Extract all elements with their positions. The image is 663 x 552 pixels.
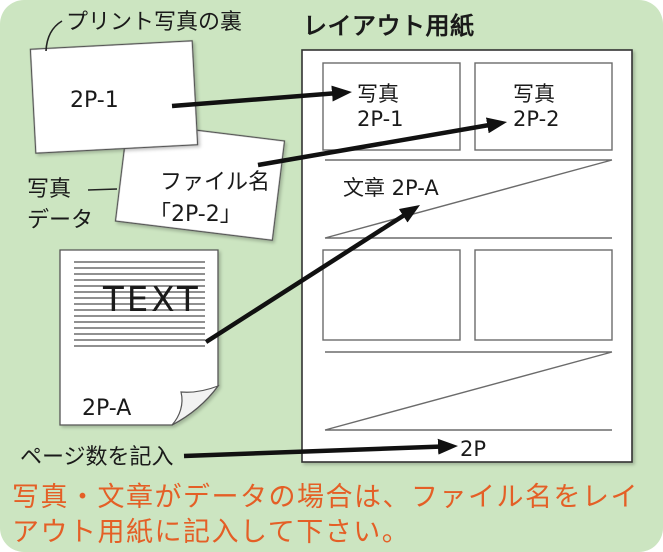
photo-slot-2-line-1: 写真 (513, 82, 555, 106)
arrow-print-photo-to-slot-1 (171, 85, 352, 109)
photo-data-card-line-2: 「2P-2」 (149, 202, 242, 227)
photo-data-card-line-1: ファイル名 (160, 170, 270, 195)
print-photo-back-card-text: 2P-1 (70, 88, 119, 113)
layout-sheet: 写真 2P-1 写真 2P-2 文章 2P-A 2P (301, 49, 633, 463)
text-area-1: 文章 2P-A (324, 159, 613, 239)
arrow-page-count-to-page-number (183, 438, 458, 459)
text-document-page-label: 2P-A (82, 396, 131, 421)
photo-slot-1-line-1: 写真 (357, 82, 399, 106)
arrow-text-document-to-text-area (204, 205, 421, 344)
photo-data-card: ファイル名 「2P-2」 (114, 121, 286, 241)
page-count-label: ページ数を記入 (20, 445, 174, 470)
ruled-text-lines (74, 261, 205, 347)
photo-slot-4-frame (474, 249, 613, 341)
text-document-heading: TEXT (102, 280, 201, 320)
text-area-2-rules (324, 351, 613, 431)
print-photo-back-card-paper (29, 40, 199, 154)
print-photo-back-card: 2P-1 (29, 40, 199, 154)
photo-slot-3-frame (322, 249, 461, 341)
arrow-photo-data-to-slot-2 (257, 117, 508, 168)
print-photo-back-label: プリント写真の裏 (66, 10, 242, 35)
photo-slot-2-line-2: 2P-2 (513, 107, 560, 131)
layout-sheet-title: レイアウト用紙 (303, 12, 475, 40)
photo-data-label-line-2: データ (27, 208, 93, 233)
photo-data-label-line-1: 写真 (27, 177, 71, 202)
photo-data-card-paper (114, 121, 286, 241)
note-line-2: アウト用紙に記入して下さい。 (12, 517, 410, 548)
note-line-1: 写真・文章がデータの場合は、ファイル名をレイ (12, 482, 639, 513)
text-document: TEXT 2P-A (59, 249, 220, 426)
photo-slot-2: 写真 2P-2 (474, 62, 613, 151)
print-photo-back-connector (45, 20, 63, 52)
text-document-folded-corner (171, 384, 220, 426)
page-number: 2P (460, 437, 486, 461)
photo-data-connector (87, 188, 118, 191)
photo-slot-1: 写真 2P-1 (322, 62, 461, 151)
photo-slot-1-line-2: 2P-1 (357, 107, 404, 131)
text-area-1-label: 文章 2P-A (343, 176, 439, 200)
text-area-1-rules (324, 159, 613, 239)
photo-slot-2-frame (474, 62, 613, 151)
